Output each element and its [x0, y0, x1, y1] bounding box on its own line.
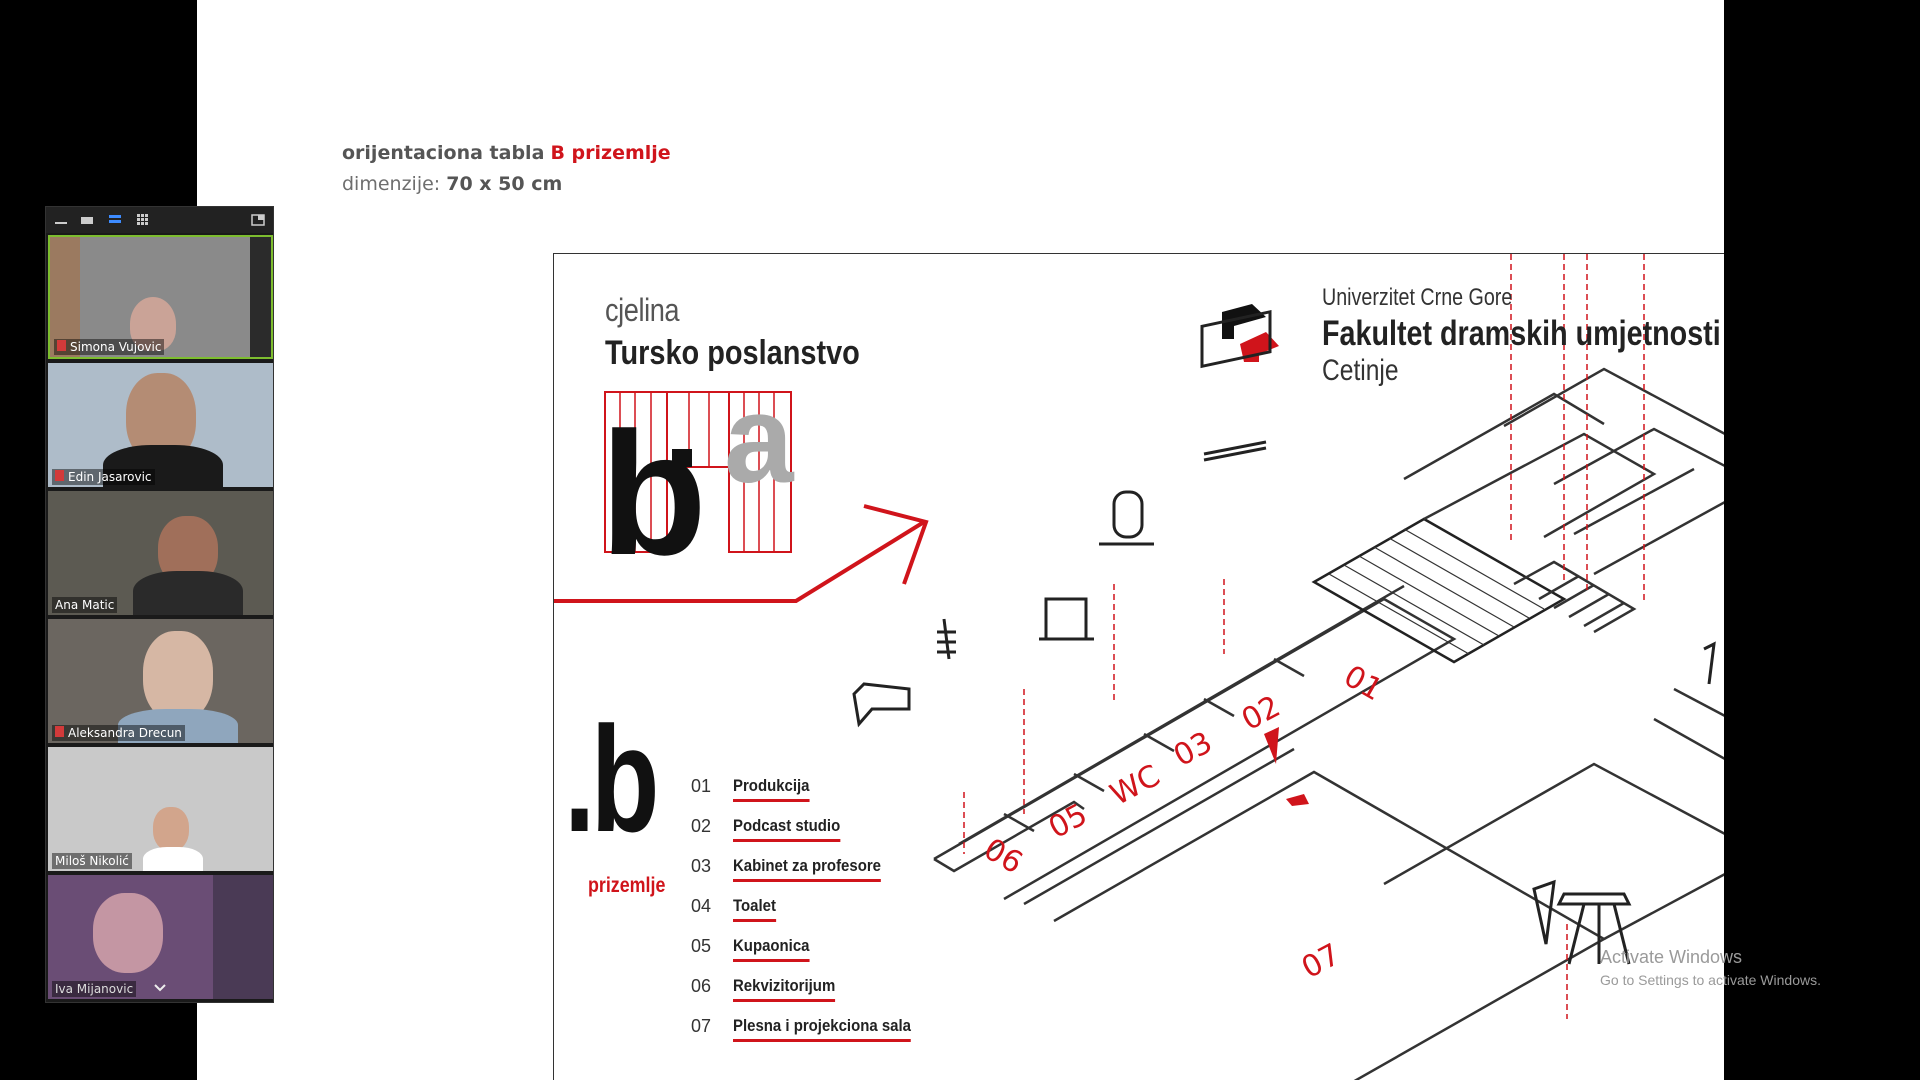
ba-logo: b a — [600, 370, 795, 592]
floor-name: prizemlje — [588, 874, 666, 897]
legend-item: 03 Kabinet za profesore — [691, 850, 961, 890]
participant-name: Simona Vujovic — [54, 339, 165, 355]
dimensions-line: dimenzije: 70 x 50 cm — [342, 173, 562, 195]
participant-face — [93, 893, 163, 973]
participant-face — [130, 297, 176, 351]
legend-label: Podcast studio — [733, 816, 841, 842]
participant-tile[interactable]: Edin Jasarovic — [48, 363, 273, 487]
sign-type-line: orijentaciona tabla B prizemlje — [342, 142, 671, 164]
exit-fullscreen-icon[interactable] — [251, 214, 265, 226]
university-name: Univerzitet Crne Gore — [1322, 284, 1513, 311]
section-title: Tursko poslanstvo — [605, 334, 860, 372]
sign-type-prefix: orijentaciona tabla — [342, 142, 545, 164]
participant-tile[interactable]: Miloš Nikolić — [48, 747, 273, 871]
legend-num: 04 — [691, 896, 712, 916]
activation-watermark-subtitle: Go to Settings to activate Windows. — [1600, 972, 1821, 988]
participant-gallery[interactable]: Simona Vujovic Edin Jasarovic Ana Matic … — [45, 206, 274, 1003]
floor-plan-walls — [933, 367, 1724, 1080]
room-legend: 01 Produkcija 02 Podcast studio 03 Kabinet … — [691, 770, 961, 1050]
legend-item: 02 Podcast studio — [691, 810, 961, 850]
legend-item: 04 Toalet — [691, 890, 961, 930]
participant-face — [153, 807, 189, 851]
activation-watermark-title: Activate Windows — [1600, 947, 1743, 967]
participant-tile[interactable]: Aleksandra Drecun — [48, 619, 273, 743]
legend-num: 01 — [691, 776, 712, 796]
video-background — [50, 237, 80, 357]
participant-name: Aleksandra Drecun — [52, 725, 185, 741]
participant-name: Iva Mijanovic — [52, 981, 137, 997]
svg-text:a: a — [724, 370, 795, 509]
chevron-down-icon[interactable] — [153, 983, 167, 993]
participant-body — [103, 445, 223, 487]
muted-mic-icon — [55, 726, 64, 737]
city-name: Cetinje — [1322, 354, 1399, 387]
legend-num: 05 — [691, 936, 712, 956]
gallery-view-icon[interactable] — [136, 214, 150, 226]
gallery-toolbar — [46, 207, 273, 233]
shared-screen-slide: orijentaciona tabla B prizemlje dimenzij… — [197, 0, 1724, 1080]
participant-tile[interactable]: Ana Matic — [48, 491, 273, 615]
legend-item: 07 Plesna i projekciona sala — [691, 1010, 961, 1050]
participant-body — [143, 847, 203, 871]
legend-item: 01 Produkcija — [691, 770, 961, 810]
floor-letter: .b — [564, 695, 659, 863]
participant-tile[interactable]: Iva Mijanovic — [48, 875, 273, 999]
orientation-board: b a — [553, 253, 1724, 1080]
dimensions-value: 70 x 50 cm — [446, 173, 563, 195]
participant-body — [133, 571, 243, 615]
minimize-icon[interactable] — [54, 214, 68, 226]
legend-item: 05 Kupaonica — [691, 930, 961, 970]
legend-label: Plesna i projekciona sala — [733, 1016, 911, 1042]
floor-plan-drawing: b a — [554, 254, 1724, 1080]
stair-hatch — [1328, 528, 1545, 655]
sign-type-highlight: B prizemlje — [550, 142, 671, 164]
faculty-name: Fakultet dramskih umjetnosti — [1322, 314, 1721, 353]
legend-item: 06 Rekvizitorijum — [691, 970, 961, 1010]
legend-label: Kabinet za profesore — [733, 856, 881, 882]
bookshelf — [213, 875, 273, 999]
strip-view-icon[interactable] — [108, 214, 122, 226]
legend-label: Rekvizitorijum — [733, 976, 836, 1002]
section-label: cjelina — [605, 292, 680, 328]
participant-name: Ana Matic — [52, 597, 118, 613]
legend-num: 02 — [691, 816, 712, 836]
participant-tile[interactable]: Simona Vujovic — [48, 235, 273, 359]
dimensions-label: dimenzije: — [342, 173, 441, 195]
muted-mic-icon — [55, 470, 64, 481]
participant-name: Edin Jasarovic — [52, 469, 155, 485]
legend-label: Toalet — [733, 896, 776, 922]
legend-num: 07 — [691, 1016, 712, 1036]
svg-text:b: b — [600, 397, 707, 592]
participant-face — [143, 631, 213, 721]
guide-lines — [963, 254, 1645, 1019]
muted-mic-icon — [57, 340, 66, 351]
video-background — [250, 237, 271, 357]
legend-num: 06 — [691, 976, 712, 996]
legend-label: Kupaonica — [733, 936, 810, 962]
legend-label: Produkcija — [733, 776, 810, 802]
map-icons — [852, 309, 1716, 965]
participant-body — [118, 709, 238, 743]
speaker-view-icon[interactable] — [80, 214, 94, 226]
participant-name: Miloš Nikolić — [52, 853, 132, 869]
legend-num: 03 — [691, 856, 712, 876]
